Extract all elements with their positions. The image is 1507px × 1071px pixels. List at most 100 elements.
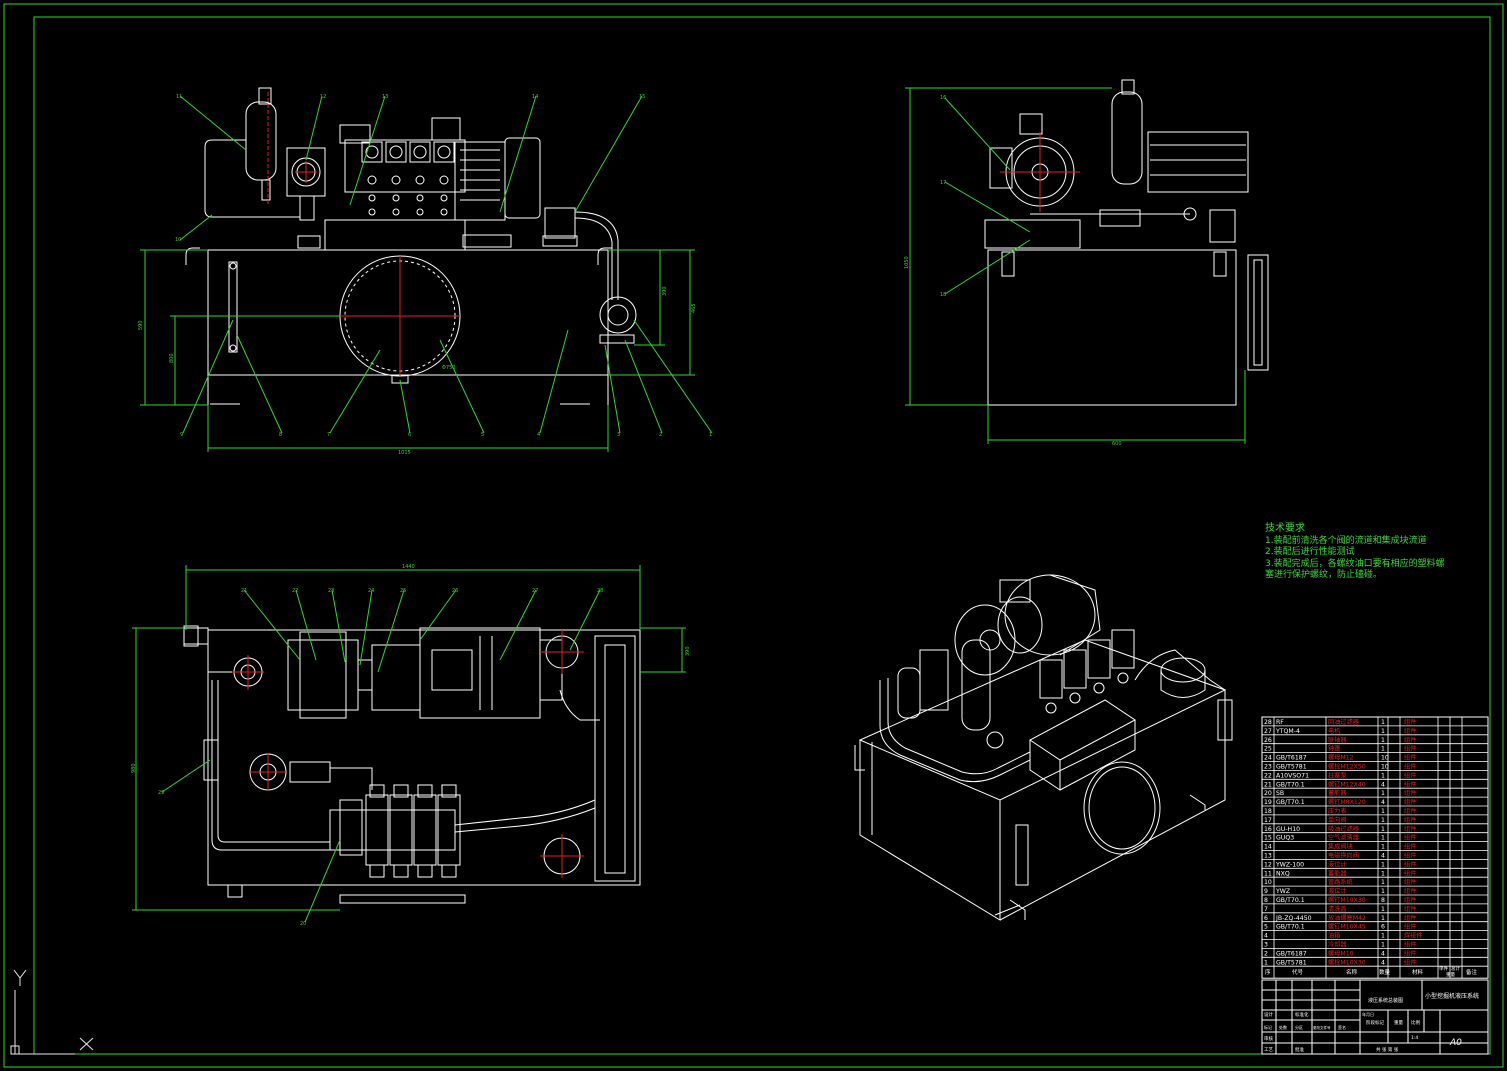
parts-cell-mat: 组件 [1404,816,1416,824]
parts-cell-mat: 组件 [1404,949,1416,957]
parts-cell-mat: 组件 [1404,878,1416,886]
parts-cell-name: 冷却器 [1328,941,1347,949]
parts-cell-no: 13 [1264,853,1272,860]
parts-cell-code: JB-ZQ-4450 [1275,915,1312,922]
ucs-icon [10,969,94,1055]
parts-cell-no: 15 [1264,835,1272,842]
parts-cell-no: 4 [1264,933,1268,940]
parts-cell-name: 螺栓M12X50 [1328,763,1366,771]
iso-clean-cover [1083,761,1161,855]
parts-cell-qty: 1 [1381,870,1385,877]
parts-cell-code: GB/T5781 [1276,764,1307,771]
parts-cell-name: 螺钉M12X40 [1328,780,1366,788]
callout-front: 1 [709,432,712,438]
outer-frame [3,3,1504,1068]
parts-cell-no: 18 [1264,808,1272,815]
parts-cell-no: 26 [1264,737,1272,744]
callout-top: 20 [300,921,306,927]
title-mark: 标记 [1264,1024,1272,1030]
parts-cell-name: 联轴器 [1328,736,1347,744]
tech-line-4: 塞进行保护螺纹，防止磕碰。 [1265,570,1383,580]
parts-cell-name: 螺钉M8X120 [1328,798,1366,806]
dim-side-width: 600 [1112,441,1122,447]
parts-cell-name: 电磁换向阀 [1328,852,1359,860]
parts-cell-mat: 组件 [1404,869,1416,877]
callout-top: 29 [158,790,164,796]
parts-cell-qty: 8 [1381,897,1385,904]
parts-cell-code: A10VSO71 [1276,772,1309,779]
tech-line-2: 2.装配后进行性能测试 [1265,547,1355,557]
parts-cell-qty: 1 [1381,861,1385,868]
dim-front-level: 800 [169,353,175,363]
isometric-view [854,574,1233,921]
callout-front: 5 [481,432,484,438]
callout-side: 16 [940,95,946,101]
callout-front: 14 [532,94,538,100]
parts-cell-mat: 组件 [1404,807,1416,815]
callout-top: 23 [328,588,334,594]
parts-cell-qty: 1 [1381,933,1385,940]
parts-cell-code: NXQ [1276,870,1290,877]
dim-front-height: 590 [138,320,144,330]
parts-cell-qty: 1 [1381,915,1385,922]
title-count: 处数 [1279,1024,1287,1030]
parts-cell-code: YWZ-100 [1275,861,1304,868]
parts-header-mat: 材料 [1412,968,1424,976]
parts-cell-no: 27 [1264,728,1272,735]
parts-cell-no: 12 [1264,861,1272,868]
parts-cell-name: 单向阀 [1328,816,1347,824]
callout-front: 12 [320,94,326,100]
callout-front: 13 [382,94,388,100]
parts-cell-qty: 4 [1381,959,1385,966]
parts-header-total: 总计 [1451,965,1460,972]
parts-header-qty: 数量 [1379,968,1391,976]
callout-front: 3 [617,432,620,438]
dim-top-width: 1440 [402,564,415,570]
callout-front: 15 [639,94,645,100]
parts-cell-name: 螺母M12 [1328,754,1354,762]
parts-cell-name: 钟罩 [1328,745,1340,753]
parts-cell-name: 放油螺塞M42 [1328,914,1366,922]
parts-cell-name: 柱塞泵 [1328,771,1347,779]
title-change-doc: 更改文件号 [1313,1025,1331,1030]
parts-cell-qty: 1 [1381,817,1385,824]
parts-cell-qty: 1 [1381,844,1385,851]
dim-side-height: 1050 [904,256,910,269]
side-view [984,79,1269,406]
callout-side: 17 [940,180,946,186]
parts-cell-qty: 1 [1381,826,1385,833]
parts-header-no: 序 [1265,968,1271,976]
parts-cell-code: GB/T5781 [1276,959,1307,966]
parts-cell-qty: 10 [1381,764,1389,771]
title-process: 工艺 [1264,1047,1273,1053]
parts-cell-qty: 10 [1381,755,1389,762]
tech-line-3: 3.装配完成后，各螺纹油口要有相应的塑料螺 [1265,558,1445,569]
parts-cell-code: GB/T6187 [1276,950,1307,957]
parts-cell-code: SB [1276,790,1284,797]
parts-cell-mat: 组件 [1404,754,1416,762]
dim-top-right: 390 [685,646,691,656]
parts-cell-mat: 组件 [1404,780,1416,788]
parts-cell-qty: 1 [1381,888,1385,895]
parts-cell-mat: 组件 [1404,771,1416,779]
dim-front-cover: Φ750 [442,365,455,371]
parts-cell-code: GB/T70.1 [1276,897,1305,904]
parts-cell-mat: 组件 [1404,834,1416,842]
parts-cell-qty: 4 [1381,781,1385,788]
parts-cell-name: 螺栓M10X30 [1328,958,1366,966]
parts-cell-name: 蓄能器 [1328,789,1347,797]
parts-cell-code: GB/T6187 [1276,755,1307,762]
parts-cell-no: 28 [1264,719,1272,726]
parts-cell-no: 19 [1264,799,1272,806]
title-review: 审核 [1264,1035,1273,1042]
title-weight: 重量 [1394,1019,1403,1026]
title-drawing-name: 小型挖掘机液压系统 [1425,992,1479,1000]
front-view [185,87,637,405]
parts-cell-name: 螺钉M10X45 [1328,923,1366,931]
title-scale: 比例 [1411,1019,1420,1026]
parts-header-name: 名称 [1346,968,1358,976]
title-zone: 分区 [1295,1024,1303,1030]
parts-cell-no: 7 [1264,906,1268,913]
parts-cell-name: 油箱 [1328,932,1340,940]
